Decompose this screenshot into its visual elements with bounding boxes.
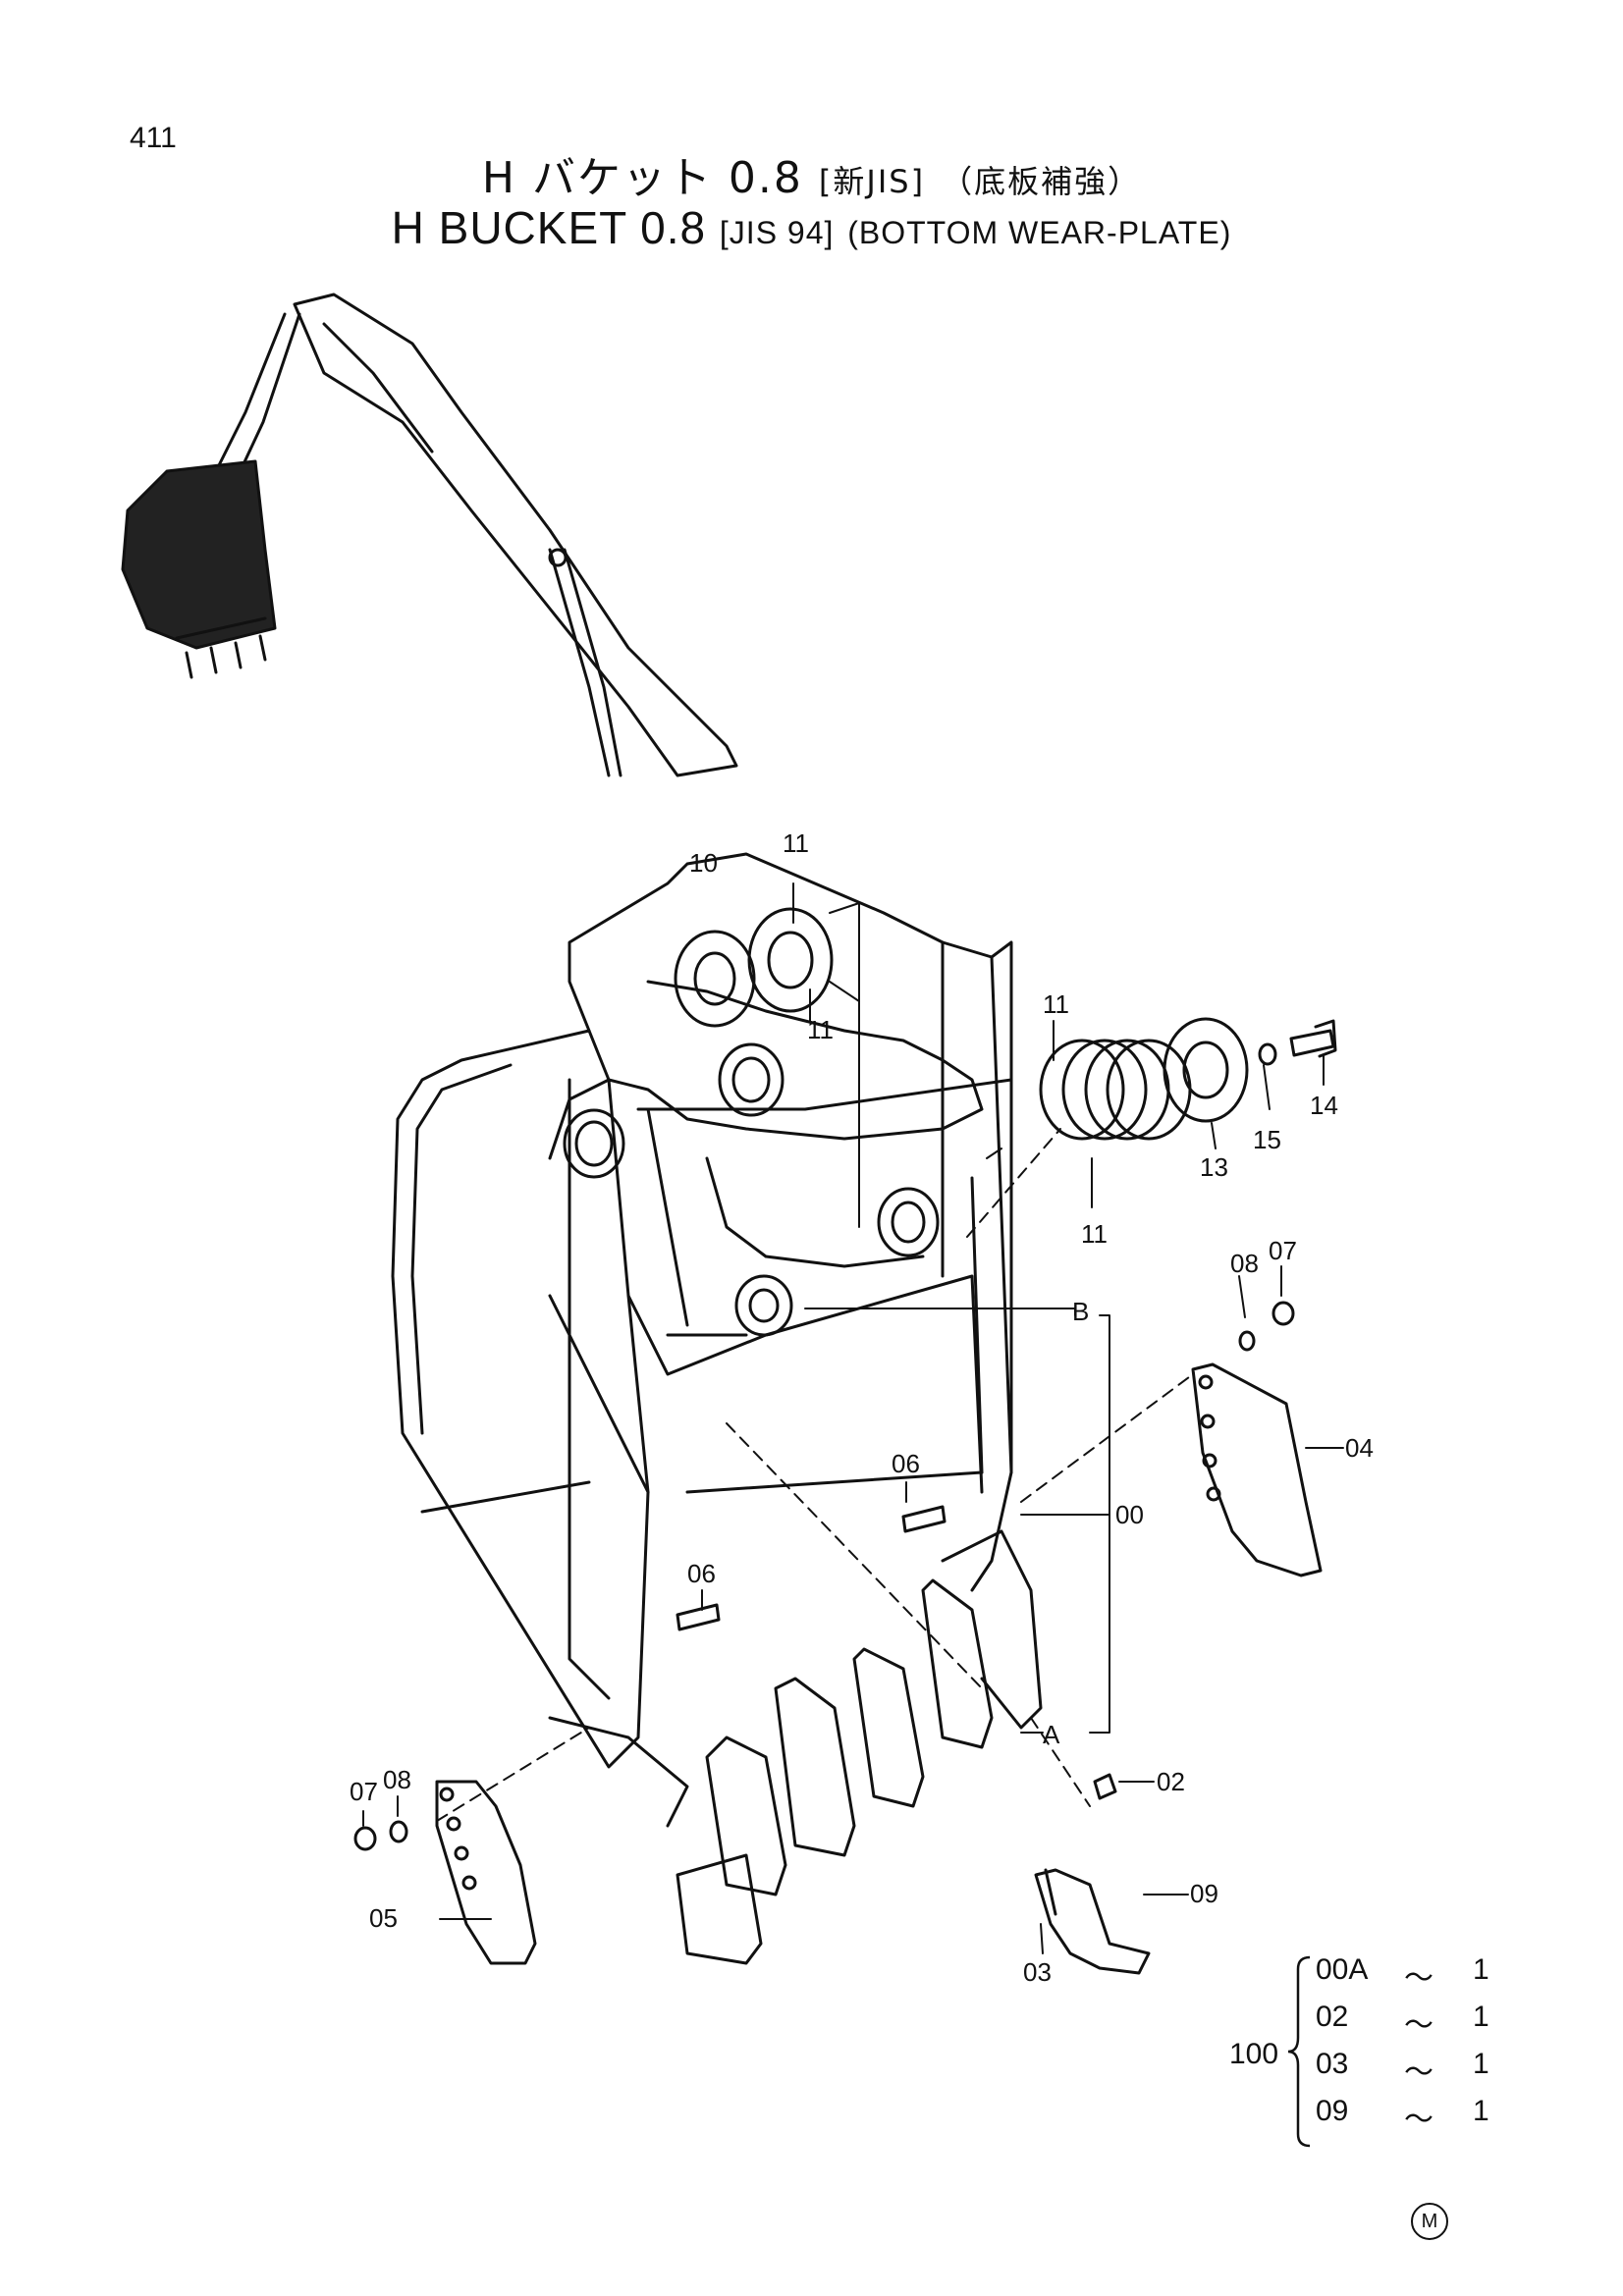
callout-05: 05 (369, 1903, 398, 1933)
kit-tilde: 〜 (1404, 2056, 1434, 2089)
callout-07-right: 07 (1269, 1236, 1297, 1265)
shim-plates-and-washers (353, 907, 1337, 1975)
brace-icon (1287, 1955, 1311, 2148)
bucket-lugs (548, 980, 984, 1337)
kit-qty: 1 (1473, 2001, 1489, 2033)
title-en-note: (BOTTOM WEAR-PLATE) (847, 215, 1232, 250)
kit-qty: 1 (1473, 2095, 1489, 2127)
callout-09: 09 (1190, 1879, 1218, 1908)
callout-11-mid: 11 (807, 1015, 834, 1044)
callout-10: 10 (689, 848, 718, 878)
excavator-arm-thumbnail (121, 293, 738, 777)
callout-15: 15 (1253, 1125, 1281, 1154)
callout-00: 00 (1115, 1500, 1144, 1529)
title-en-spec: [JIS 94] (719, 215, 835, 250)
kit-tilde: 〜 (1404, 1962, 1434, 1995)
kit-tilde: 〜 (1404, 2009, 1434, 2042)
kit-part: 09 (1316, 2095, 1349, 2127)
callout-13: 13 (1200, 1152, 1228, 1182)
callout-label-b: B (1072, 1297, 1089, 1326)
side-cutter-right (1191, 1362, 1323, 1577)
kit-qty: 1 (1473, 1953, 1489, 1986)
callout-label-a: A (1043, 1720, 1060, 1749)
kit-part: 02 (1316, 2001, 1349, 2033)
title-en-main: H BUCKET 0.8 (391, 202, 707, 253)
kit-part: 00A (1316, 1953, 1369, 1986)
kit-number: 100 (1229, 2038, 1279, 2070)
callout-06-lower: 06 (687, 1559, 716, 1588)
title-japanese: H バケット 0.8 [新JIS] （底板補強） (0, 142, 1623, 205)
bucket-teeth (676, 1529, 1043, 1965)
callout-11-top: 11 (783, 828, 809, 858)
callout-04: 04 (1345, 1433, 1374, 1463)
title-jp-spec: [新JIS] (818, 163, 926, 200)
circled-m-mark: M (1411, 2203, 1448, 2240)
title-english: H BUCKET 0.8 [JIS 94] (BOTTOM WEAR-PLATE… (0, 201, 1623, 254)
callout-03: 03 (1023, 1957, 1052, 1987)
callout-08-right: 08 (1230, 1249, 1259, 1278)
assembly-axes (436, 1128, 1194, 1822)
kit-composition-table: 100 00A 〜 1 02 〜 1 03 〜 1 09 〜 1 (1229, 1953, 1494, 2150)
kit-part: 03 (1316, 2048, 1349, 2080)
callout-08-left: 08 (383, 1765, 411, 1794)
title-jp-note: （底板補強） (941, 163, 1142, 200)
leader-lines (362, 882, 1344, 1954)
callout-14: 14 (1310, 1091, 1338, 1120)
callout-labels: 10 11 11 11 11 13 15 14 08 07 B 04 06 00… (350, 828, 1374, 1987)
kit-tilde: 〜 (1404, 2104, 1434, 2136)
callout-11-right-bottom: 11 (1081, 1219, 1108, 1249)
callout-11-right-top: 11 (1043, 989, 1069, 1019)
title-jp-main: H バケット 0.8 (481, 153, 803, 203)
kit-qty: 1 (1473, 2048, 1489, 2080)
callout-06-upper: 06 (892, 1449, 920, 1478)
side-cutter-left (435, 1780, 537, 1965)
bucket-body (391, 852, 1013, 1828)
callout-07-left: 07 (350, 1777, 378, 1806)
callout-02: 02 (1157, 1767, 1185, 1796)
page-number: 411 (130, 122, 177, 154)
